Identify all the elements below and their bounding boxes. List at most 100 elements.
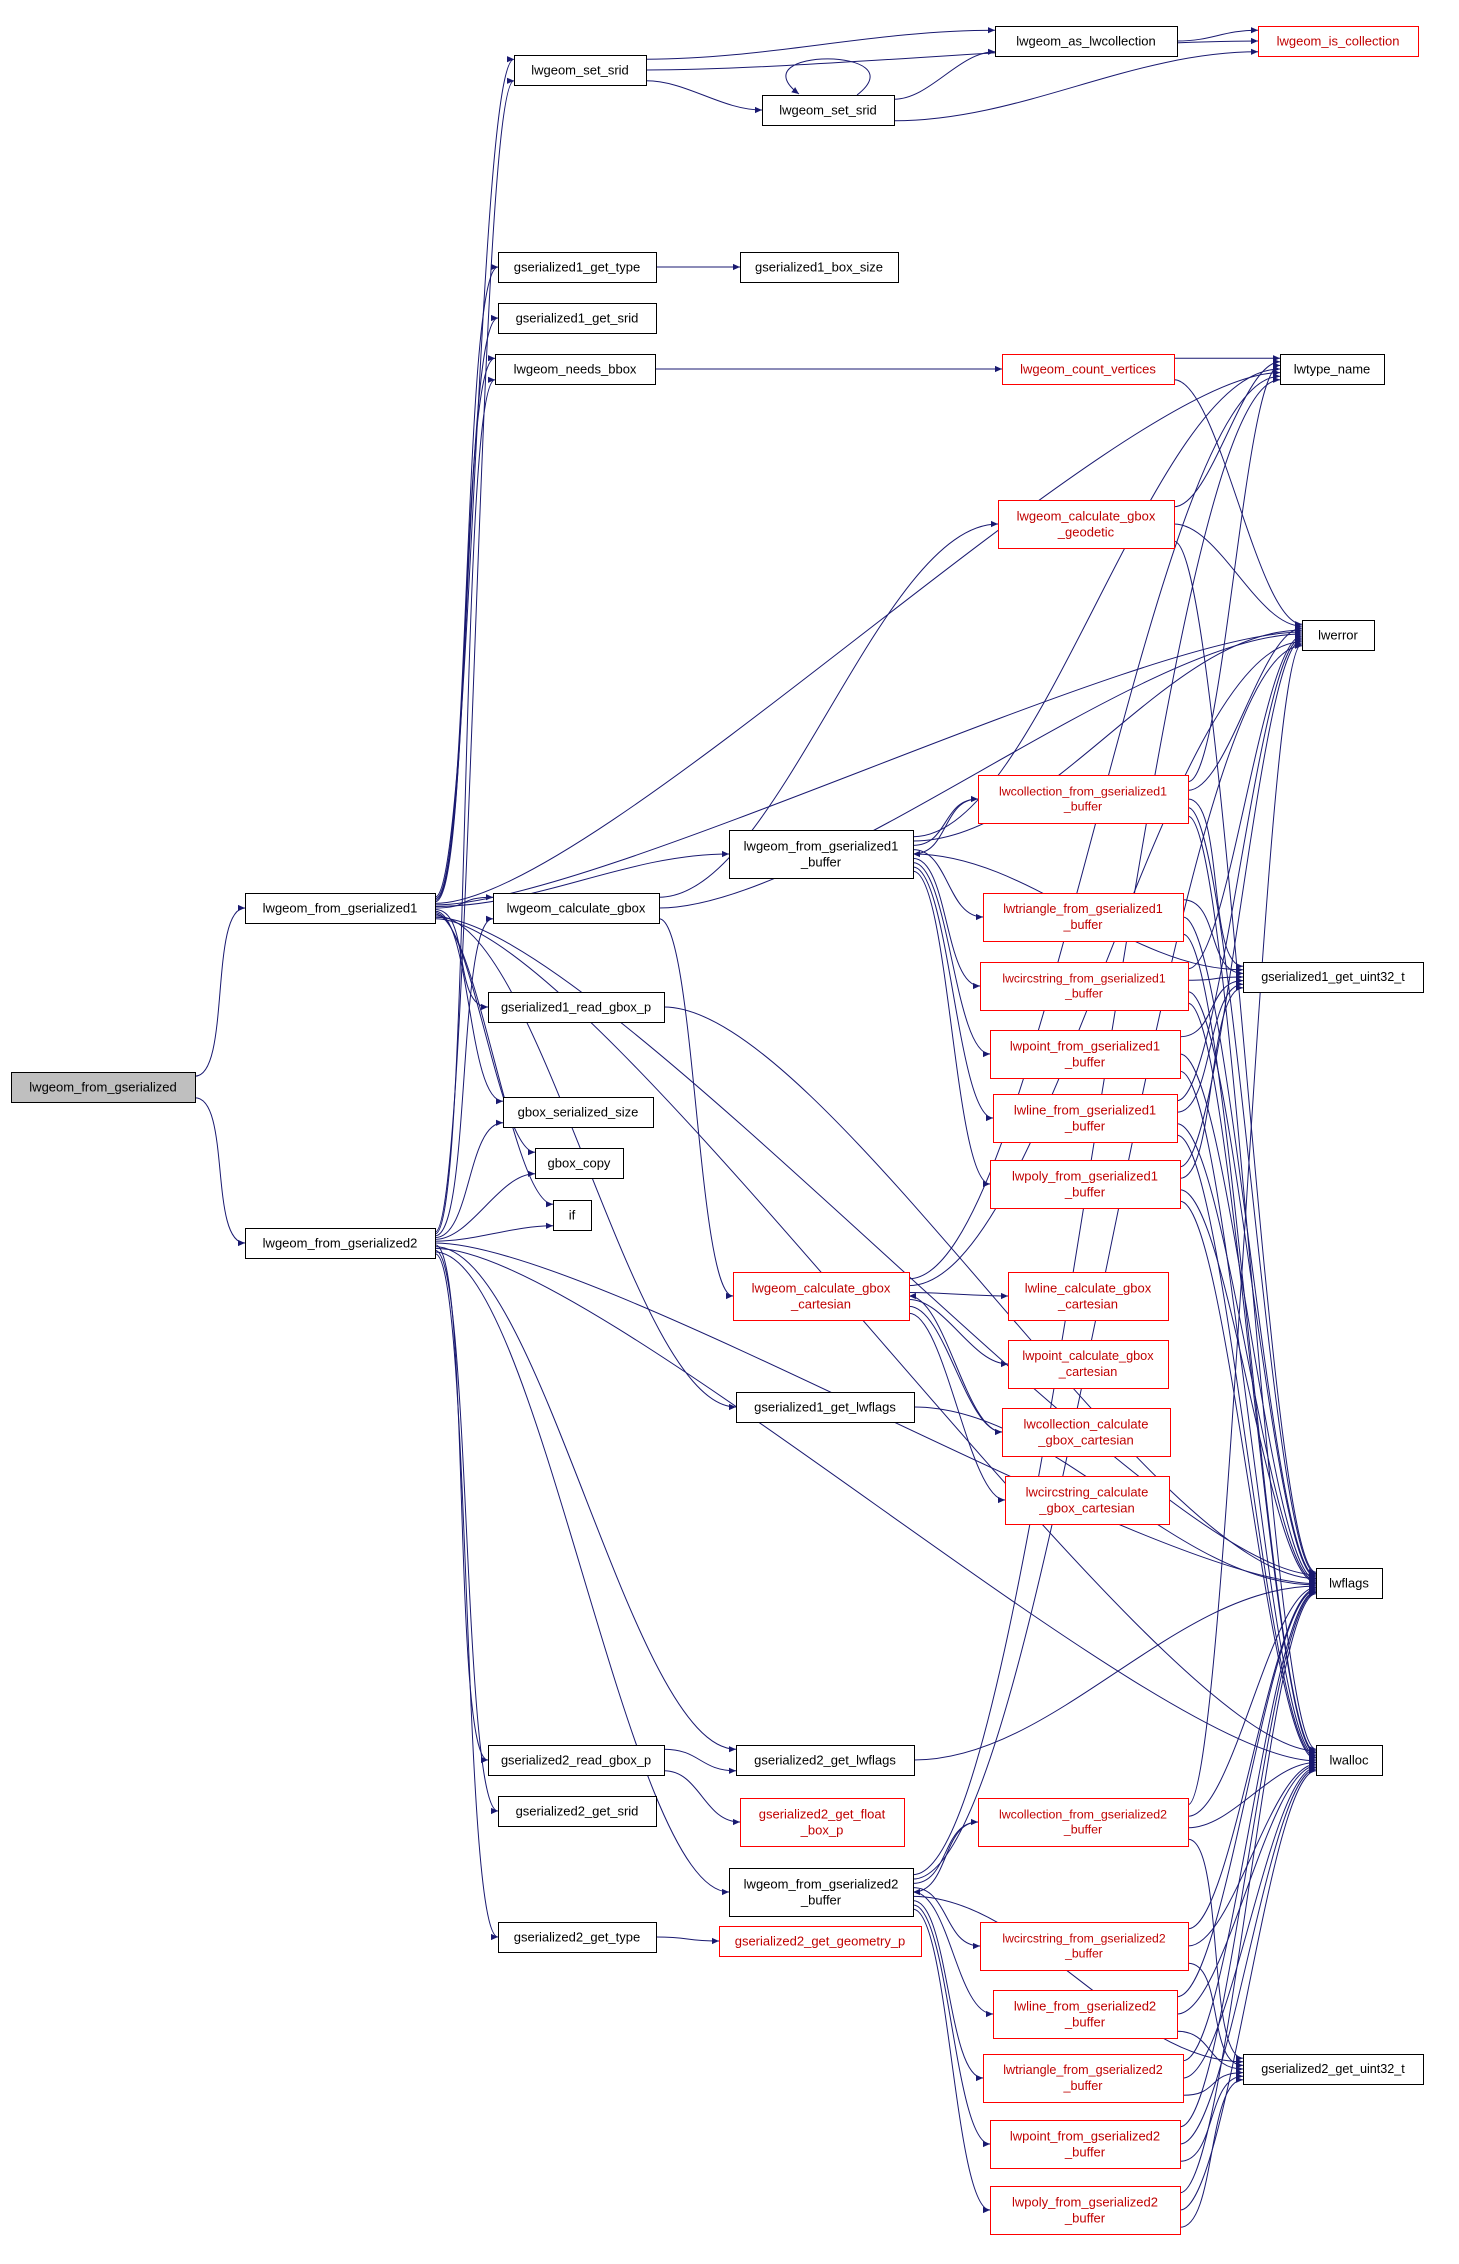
node-gbox_ser_size[interactable]: gbox_serialized_size	[503, 1097, 654, 1128]
node-label: lwline_calculate_gbox	[1025, 1281, 1152, 1296]
node-label: _gbox_cartesian	[1037, 1433, 1133, 1448]
node-count_vertices[interactable]: lwgeom_count_vertices	[1002, 354, 1175, 385]
edge-from_g2-if_node	[434, 1222, 554, 1242]
edge-from_g2_buffer-point_from_g2	[912, 1904, 991, 2148]
node-coll_from_g1[interactable]: lwcollection_from_gserialized1_buffer	[978, 775, 1189, 824]
edge-from_g1-lwerror	[434, 628, 1303, 906]
node-tri_from_g1[interactable]: lwtriangle_from_gserialized1_buffer	[983, 893, 1184, 942]
node-label: lwpoint_from_gserialized2	[1010, 2129, 1160, 2144]
edge-from_g2_buffer-coll_from_g2	[912, 1818, 979, 1884]
node-box	[740, 1798, 905, 1847]
node-label: _buffer	[1063, 800, 1102, 814]
node-from_g2_buffer[interactable]: lwgeom_from_gserialized2_buffer	[729, 1868, 914, 1917]
node-g1_get_uint32[interactable]: gserialized1_get_uint32_t	[1243, 962, 1424, 993]
edge-tri_from_g2-lwflags	[1182, 1588, 1317, 2062]
node-label: lwalloc	[1329, 1753, 1369, 1768]
node-box	[245, 893, 436, 924]
node-line_from_g1[interactable]: lwline_from_gserialized1_buffer	[993, 1094, 1178, 1143]
node-poly_from_g1[interactable]: lwpoly_from_gserialized1_buffer	[990, 1160, 1181, 1209]
edge-set_srid_1-set_srid_2	[645, 80, 763, 114]
node-box	[1002, 354, 1175, 385]
node-needs_bbox[interactable]: lwgeom_needs_bbox	[495, 354, 656, 385]
node-g2_get_lwflags[interactable]: gserialized2_get_lwflags	[736, 1745, 915, 1776]
node-root[interactable]: lwgeom_from_gserialized	[11, 1072, 196, 1103]
edge-calc_cartesian-circ_calc	[908, 1312, 1006, 1504]
edge-set_srid_2-set_srid_2	[785, 58, 871, 96]
node-g2_get_srid[interactable]: gserialized2_get_srid	[498, 1796, 657, 1827]
edge-coll_from_g2-lwflags	[1187, 1584, 1317, 1817]
edge-from_g1_buffer-coll_from_g1	[912, 795, 979, 846]
node-calc_gbox[interactable]: lwgeom_calculate_gbox	[493, 893, 660, 924]
node-label: _buffer	[1063, 2079, 1103, 2093]
node-box	[740, 252, 899, 283]
node-gbox_copy[interactable]: gbox_copy	[535, 1148, 624, 1179]
node-calc_cartesian[interactable]: lwgeom_calculate_gbox_cartesian	[733, 1272, 910, 1321]
node-g1_get_type[interactable]: gserialized1_get_type	[498, 252, 657, 283]
node-coll_from_g2[interactable]: lwcollection_from_gserialized2_buffer	[978, 1798, 1189, 1847]
node-box	[498, 252, 657, 283]
edge-coll_calc-calc_cartesian	[908, 1292, 1003, 1433]
node-lwflags[interactable]: lwflags	[1316, 1568, 1383, 1599]
edge-circ_from_g2-lwflags	[1187, 1585, 1317, 1930]
node-layer: lwgeom_from_gserializedlwgeom_set_sridlw…	[11, 26, 1424, 2235]
node-circ_from_g2[interactable]: lwcircstring_from_gserialized2_buffer	[980, 1922, 1189, 1971]
node-calc_gbox_geodetic[interactable]: lwgeom_calculate_gbox_geodetic	[998, 500, 1175, 549]
node-box	[1005, 1476, 1170, 1525]
node-set_srid_2[interactable]: lwgeom_set_srid	[762, 95, 895, 126]
node-line_from_g2[interactable]: lwline_from_gserialized2_buffer	[993, 1990, 1178, 2039]
node-g2_get_uint32[interactable]: gserialized2_get_uint32_t	[1243, 2054, 1424, 2085]
node-from_g2[interactable]: lwgeom_from_gserialized2	[245, 1228, 436, 1259]
edge-from_g1-g1_get_srid	[434, 314, 499, 901]
node-set_srid_1[interactable]: lwgeom_set_srid	[514, 55, 647, 86]
edge-g2_read_gbox-g2_get_lwflags	[663, 1748, 737, 1774]
node-lwtype_name[interactable]: lwtype_name	[1280, 354, 1385, 385]
node-label: lwgeom_from_gserialized2	[263, 1236, 418, 1251]
edge-circ_from_g1-g1_get_uint32	[1187, 973, 1244, 981]
node-coll_calc[interactable]: lwcollection_calculate_gbox_cartesian	[1002, 1408, 1171, 1457]
node-g1_get_srid[interactable]: gserialized1_get_srid	[498, 303, 657, 334]
node-lwerror[interactable]: lwerror	[1302, 620, 1375, 651]
node-box	[245, 1228, 436, 1259]
node-label: lwgeom_set_srid	[531, 63, 629, 78]
edge-line_from_g2-lwflags	[1176, 1586, 1317, 1998]
node-point_from_g1[interactable]: lwpoint_from_gserialized1_buffer	[990, 1030, 1181, 1079]
node-label: _cartesian	[1057, 1297, 1118, 1312]
node-box	[488, 992, 665, 1023]
edge-tri_from_g2-g2_get_uint32	[1182, 2069, 1244, 2096]
node-label: lwgeom_from_gserialized2	[744, 1877, 899, 1892]
node-g1_get_lwflags[interactable]: gserialized1_get_lwflags	[736, 1392, 915, 1423]
node-poly_from_g2[interactable]: lwpoly_from_gserialized2_buffer	[990, 2186, 1181, 2235]
node-label: gserialized2_get_geometry_p	[735, 1934, 906, 1949]
node-from_g1[interactable]: lwgeom_from_gserialized1	[245, 893, 436, 924]
node-is_collection[interactable]: lwgeom_is_collection	[1258, 26, 1419, 57]
node-g2_read_gbox[interactable]: gserialized2_read_gbox_p	[488, 1745, 665, 1776]
edge-line_from_g1-lwerror	[1176, 634, 1303, 1102]
node-point_from_g2[interactable]: lwpoint_from_gserialized2_buffer	[990, 2120, 1181, 2169]
node-circ_calc[interactable]: lwcircstring_calculate_gbox_cartesian	[1005, 1476, 1170, 1525]
edge-line_from_g2-lwalloc	[1176, 1762, 1317, 2015]
node-label: _buffer	[1064, 2145, 1106, 2160]
edge-from_g1_buffer-point_from_g1	[912, 862, 991, 1058]
node-box	[535, 1148, 624, 1179]
node-from_g1_buffer[interactable]: lwgeom_from_gserialized1_buffer	[729, 830, 914, 879]
edge-from_g1-needs_bbox	[434, 355, 496, 903]
node-tri_from_g2[interactable]: lwtriangle_from_gserialized2_buffer	[983, 2054, 1184, 2103]
node-box	[990, 1030, 1181, 1079]
node-lwalloc[interactable]: lwalloc	[1316, 1745, 1383, 1776]
node-g1_read_gbox[interactable]: gserialized1_read_gbox_p	[488, 992, 665, 1023]
node-point_calc[interactable]: lwpoint_calculate_gbox_cartesian	[1008, 1340, 1169, 1389]
node-if_node[interactable]: if	[553, 1200, 592, 1231]
node-box	[993, 1990, 1178, 2039]
node-g2_float_box[interactable]: gserialized2_get_float_box_p	[740, 1798, 905, 1847]
node-box	[1008, 1340, 1169, 1389]
node-g2_geom_p[interactable]: gserialized2_get_geometry_p	[719, 1926, 922, 1957]
node-circ_from_g1[interactable]: lwcircstring_from_gserialized1_buffer	[980, 962, 1189, 1011]
node-box	[736, 1392, 915, 1423]
node-as_lwcollection[interactable]: lwgeom_as_lwcollection	[995, 26, 1178, 57]
node-g2_get_type[interactable]: gserialized2_get_type	[498, 1922, 657, 1953]
node-box	[990, 1160, 1181, 1209]
node-box	[729, 1868, 914, 1917]
node-box	[1008, 1272, 1169, 1321]
node-line_calc[interactable]: lwline_calculate_gbox_cartesian	[1008, 1272, 1169, 1321]
node-g1_box_size[interactable]: gserialized1_box_size	[740, 252, 899, 283]
